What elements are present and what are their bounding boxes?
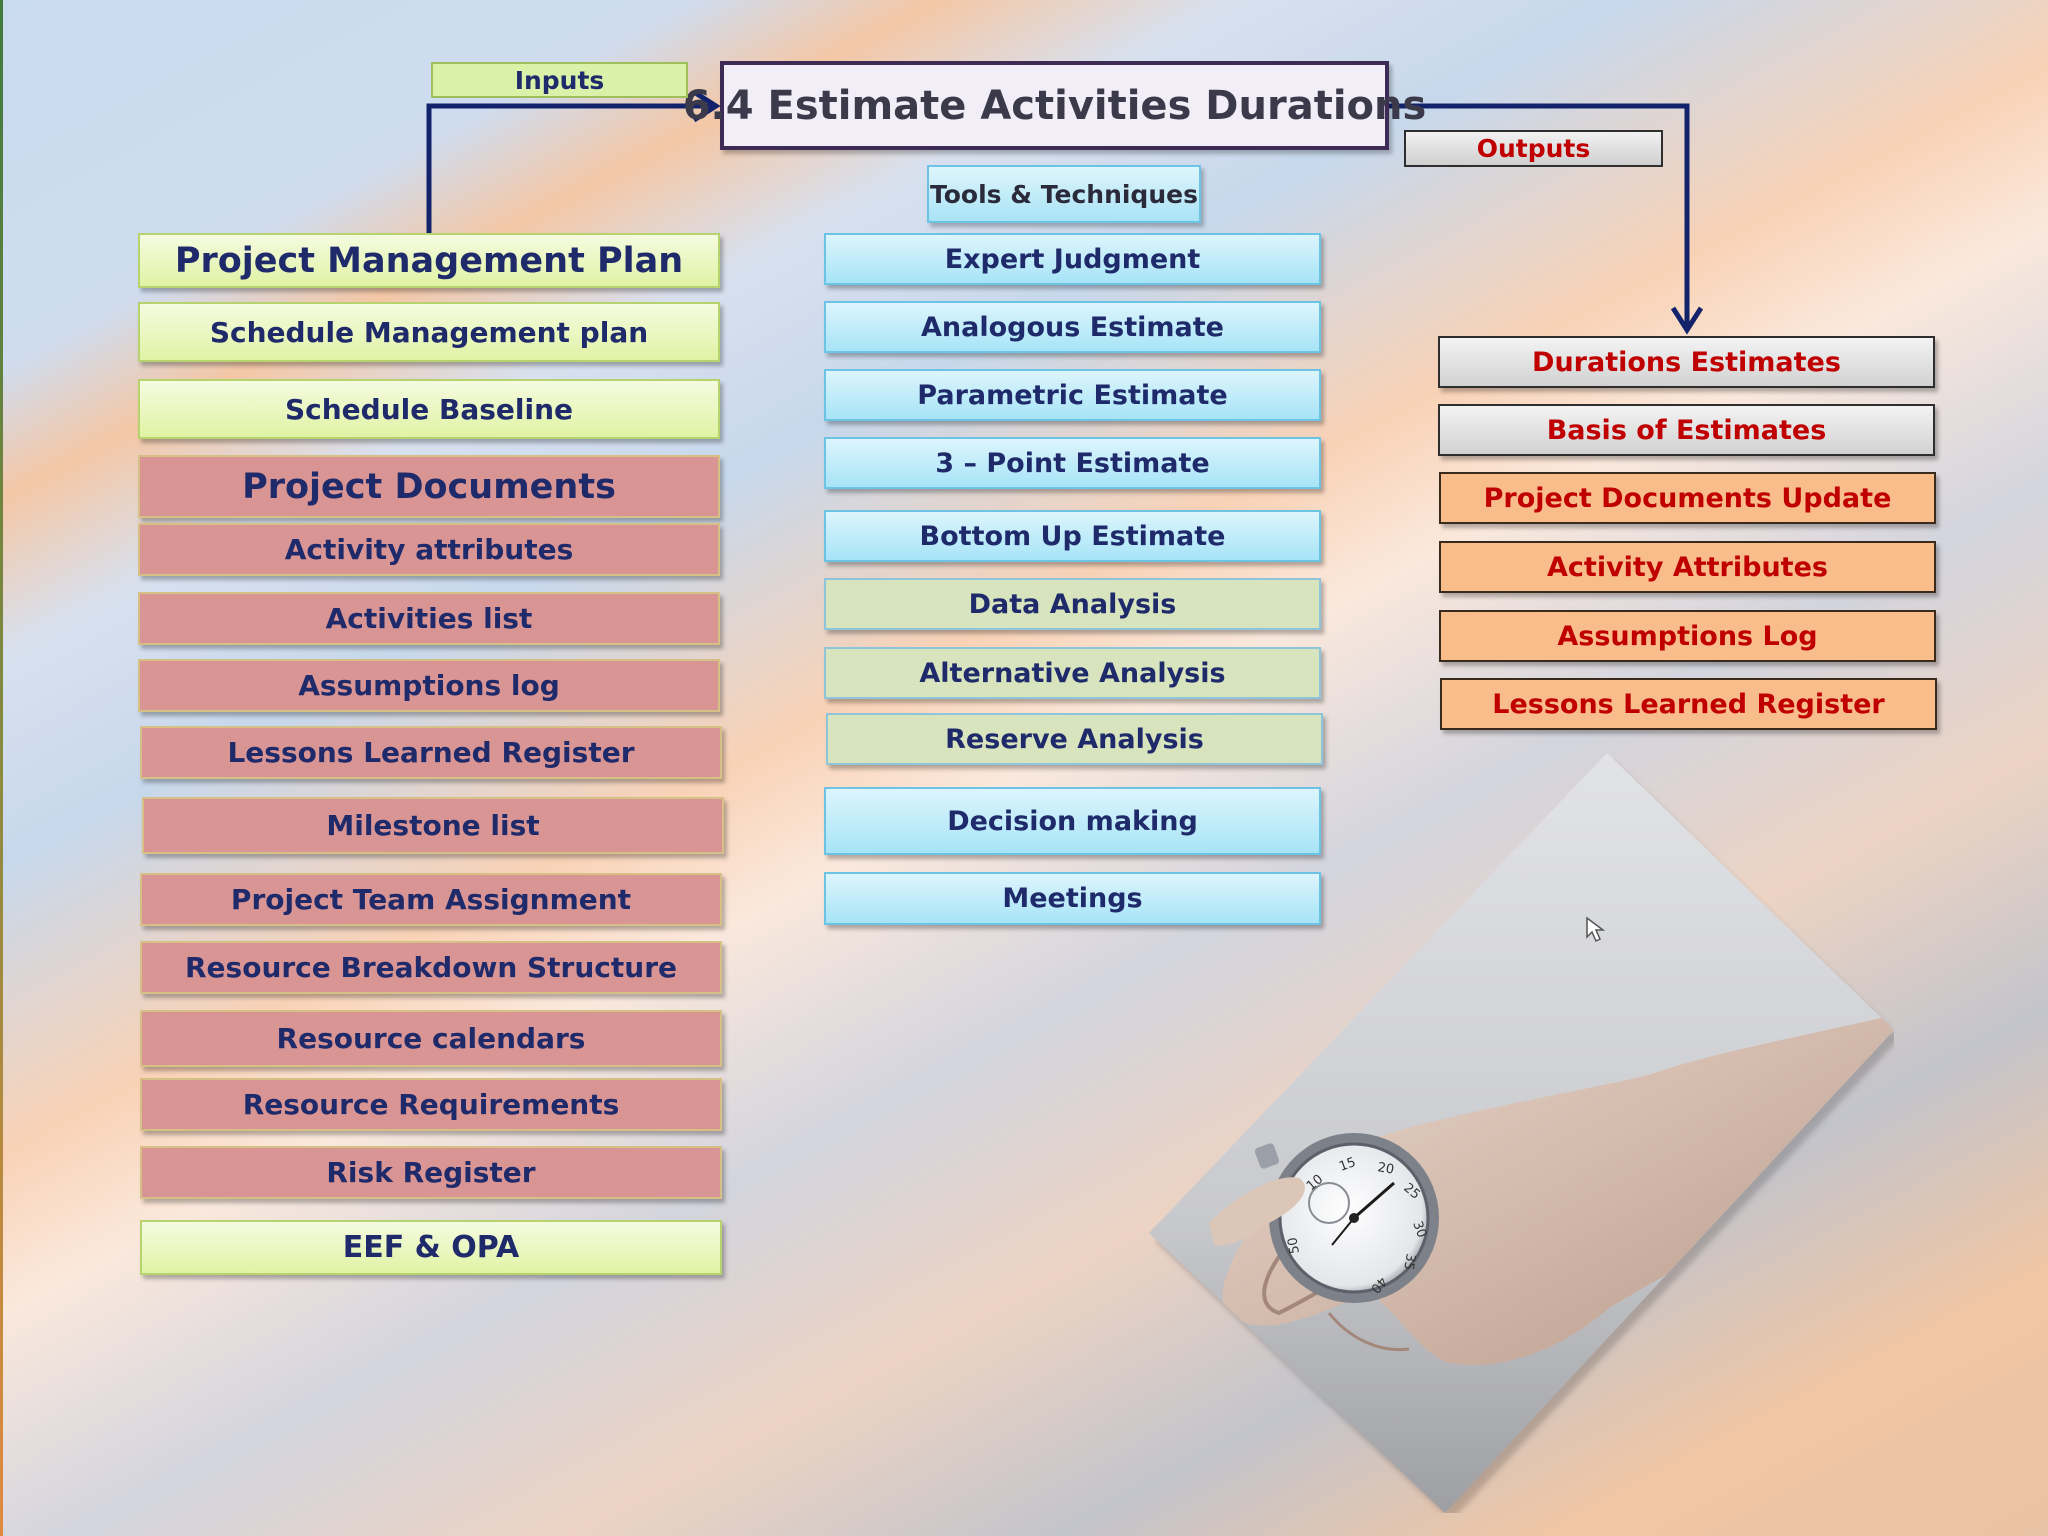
tool-parametric-estimate: Parametric Estimate [824, 369, 1321, 421]
outputs-arrowhead [1670, 306, 1704, 335]
tool-analogous-estimate: Analogous Estimate [824, 301, 1321, 353]
inputs-arrowhead [692, 89, 721, 123]
input-schedule-baseline: Schedule Baseline [138, 379, 720, 439]
output-assumptions-log: Assumptions Log [1439, 610, 1936, 662]
tool-three-point-estimate: 3 – Point Estimate [824, 437, 1321, 489]
input-project-management-plan: Project Management Plan [138, 233, 720, 288]
slide-left-edge [0, 0, 3, 1536]
dial-number: 30 [1409, 1219, 1429, 1240]
output-activity-attributes: Activity Attributes [1439, 541, 1936, 593]
stopwatch-photo: 10 15 20 25 30 35 40 50 [1149, 753, 1894, 1513]
tools-techniques-label: Tools & Techniques [927, 165, 1201, 223]
output-durations-estimates: Durations Estimates [1438, 336, 1935, 388]
input-project-documents: Project Documents [138, 455, 720, 518]
inputs-label: Inputs [431, 62, 688, 98]
input-activity-attributes: Activity attributes [138, 523, 720, 576]
input-resource-requirements: Resource Requirements [140, 1078, 722, 1131]
input-milestone-list: Milestone list [142, 797, 724, 854]
dial-number: 20 [1376, 1160, 1395, 1178]
tool-bottom-up-estimate: Bottom Up Estimate [824, 510, 1321, 562]
tool-decision-making: Decision making [824, 787, 1321, 855]
input-lessons-learned-register: Lessons Learned Register [140, 726, 722, 779]
tool-reserve-analysis: Reserve Analysis [826, 713, 1323, 765]
dial-number: 50 [1285, 1236, 1303, 1255]
input-eef-opa: EEF & OPA [140, 1220, 722, 1275]
input-activities-list: Activities list [138, 592, 720, 645]
output-lessons-learned-register: Lessons Learned Register [1440, 678, 1937, 730]
mouse-cursor-icon [1586, 916, 1606, 943]
tool-data-analysis: Data Analysis [824, 578, 1321, 630]
output-project-documents-update: Project Documents Update [1439, 472, 1936, 524]
input-risk-register: Risk Register [140, 1146, 722, 1199]
process-title: 6.4 Estimate Activities Durations [683, 61, 1426, 150]
input-project-team-assignment: Project Team Assignment [140, 873, 722, 926]
input-assumptions-log: Assumptions log [138, 659, 720, 712]
dial-number: 35 [1400, 1252, 1418, 1271]
input-schedule-management-plan: Schedule Management plan [138, 302, 720, 362]
dial-number: 15 [1337, 1155, 1358, 1175]
inputs-connector [426, 103, 712, 233]
outputs-label: Outputs [1404, 130, 1663, 167]
outputs-connector [1388, 103, 1690, 326]
tool-expert-judgment: Expert Judgment [824, 233, 1321, 285]
input-resource-breakdown-structure: Resource Breakdown Structure [140, 941, 722, 994]
tool-meetings: Meetings [824, 872, 1321, 925]
output-basis-of-estimates: Basis of Estimates [1438, 404, 1935, 456]
tool-alternative-analysis: Alternative Analysis [824, 647, 1321, 699]
input-resource-calendars: Resource calendars [140, 1010, 722, 1067]
